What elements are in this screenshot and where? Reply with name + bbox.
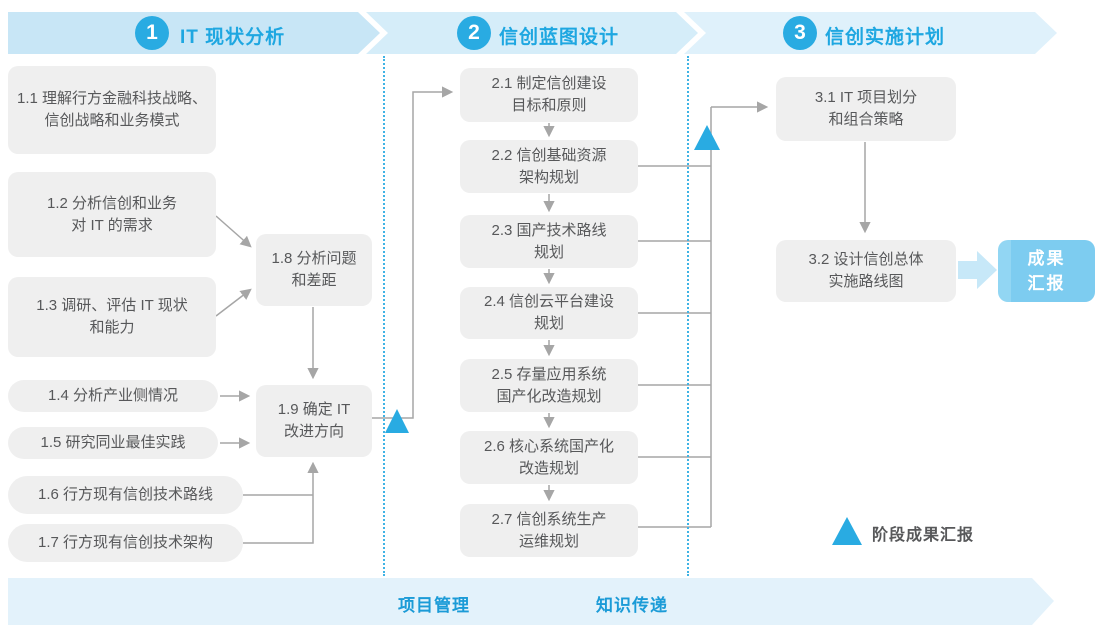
result-report-box: 成果 汇报 [998, 240, 1095, 302]
box-1-1: 1.1 理解行方金融科技战略、 信创战略和业务模式 [8, 66, 216, 154]
phase3-band [684, 12, 1057, 54]
box-1-4: 1.4 分析产业侧情况 [8, 380, 218, 412]
line-1-7-to-1-9 [243, 461, 319, 544]
phase1-title: IT 现状分析 [180, 27, 286, 48]
box-2-1: 2.1 制定信创建设 目标和原则 [460, 68, 638, 122]
phase3-title: 信创实施计划 [825, 27, 946, 48]
box-1-7: 1.7 行方现有信创技术架构 [8, 524, 243, 562]
box-2-7: 2.7 信创系统生产 运维规划 [460, 504, 638, 557]
box-2-6: 2.6 核心系统国产化 改造规划 [460, 431, 638, 484]
phase-separator-2 [687, 56, 689, 576]
milestone-triangle-phase1 [385, 409, 409, 433]
phase3-number-badge: 3 [783, 16, 817, 50]
footer-label-knowledge-transfer: 知识传递 [596, 596, 668, 615]
box-1-6: 1.6 行方现有信创技术路线 [8, 476, 243, 514]
box-2-5: 2.5 存量应用系统 国产化改造规划 [460, 359, 638, 412]
box-3-2: 3.2 设计信创总体 实施路线图 [776, 240, 956, 302]
box-1-2: 1.2 分析信创和业务 对 IT 的需求 [8, 172, 216, 257]
box-1-8: 1.8 分析问题 和差距 [256, 234, 372, 306]
phase2-band [366, 12, 698, 54]
phase1-band [8, 12, 380, 54]
box-1-5: 1.5 研究同业最佳实践 [8, 427, 218, 459]
phase2-title: 信创蓝图设计 [499, 27, 620, 48]
box-2-4: 2.4 信创云平台建设 规划 [460, 287, 638, 339]
line-1-3-to-1-8 [215, 288, 252, 317]
box-1-3: 1.3 调研、评估 IT 现状 和能力 [8, 277, 216, 357]
phase-separator-1 [383, 56, 385, 576]
milestone-triangle-phase2 [694, 125, 720, 150]
box-1-9: 1.9 确定 IT 改进方向 [256, 385, 372, 457]
result-flow-arrow [958, 251, 997, 289]
footer-band [8, 578, 1054, 625]
phase1-number-badge: 1 [135, 16, 169, 50]
phase2-number-badge: 2 [457, 16, 491, 50]
line-1-2-to-1-8 [215, 215, 252, 248]
legend-triangle-icon [832, 517, 862, 545]
box-3-1: 3.1 IT 项目划分 和组合策略 [776, 77, 956, 141]
box-2-3: 2.3 国产技术路线 规划 [460, 215, 638, 268]
box-2-2: 2.2 信创基础资源 架构规划 [460, 140, 638, 193]
footer-label-project-management: 项目管理 [398, 596, 470, 615]
legend-label: 阶段成果汇报 [872, 527, 975, 544]
